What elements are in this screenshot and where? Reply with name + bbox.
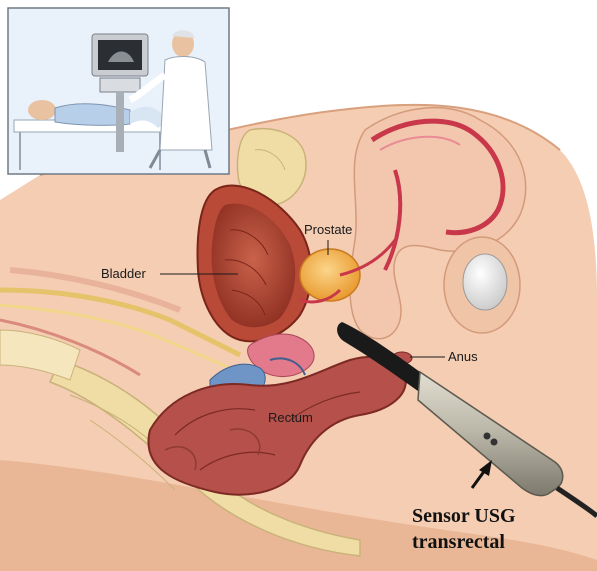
caption-line-2: transrectal: [412, 529, 516, 555]
label-anus: Anus: [448, 349, 478, 364]
inset-scene: [8, 8, 229, 174]
label-bladder: Bladder: [101, 266, 146, 281]
testis: [444, 237, 520, 333]
probe-caption: Sensor USG transrectal: [412, 503, 516, 555]
caption-line-1: Sensor USG: [412, 503, 516, 529]
label-rectum: Rectum: [268, 410, 313, 425]
label-prostate: Prostate: [304, 222, 352, 237]
